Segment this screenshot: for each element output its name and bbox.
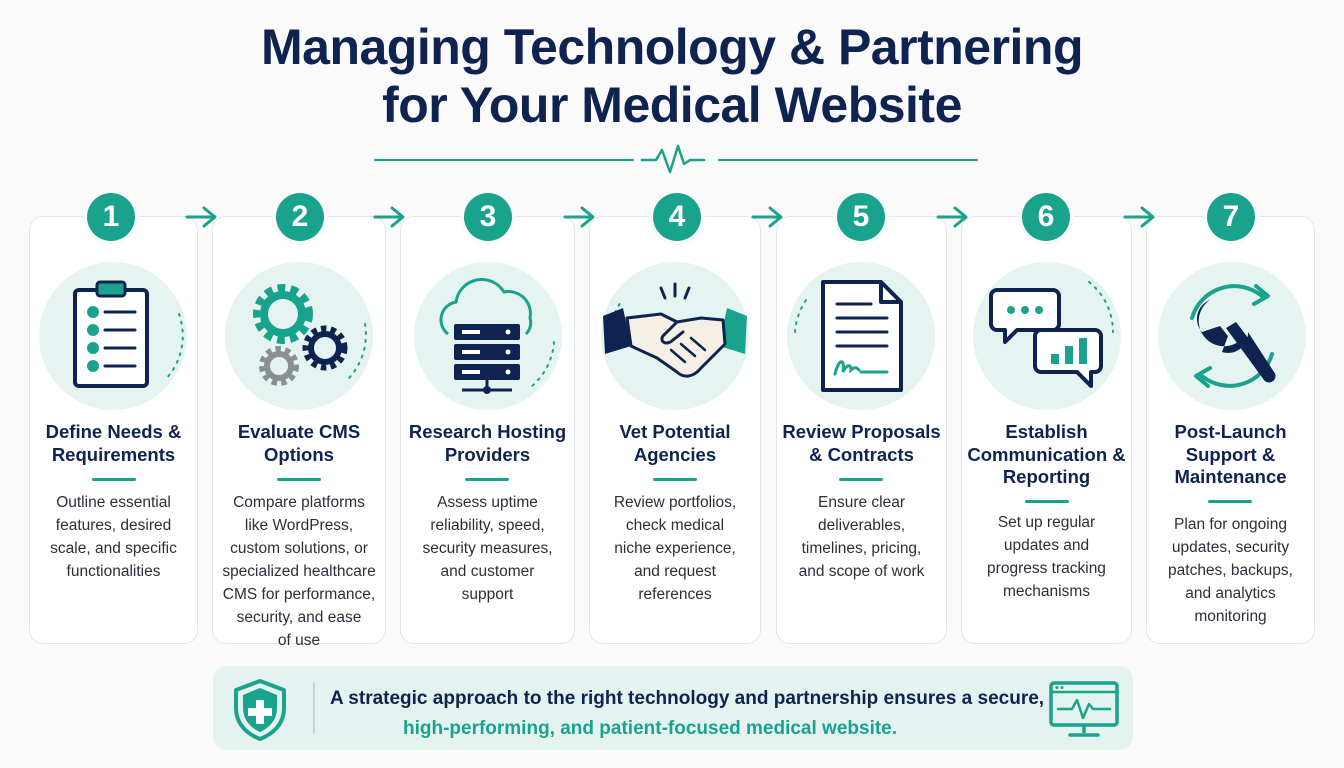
- title-underline: [1208, 500, 1252, 503]
- signed-document-icon: [787, 262, 935, 410]
- step-title: Review Proposals& Contracts: [782, 421, 941, 465]
- handshake-icon: [601, 262, 749, 410]
- arrow-right-icon: [751, 206, 783, 228]
- title-line-2: for Your Medical Website: [382, 77, 962, 133]
- arrow-right-icon: [373, 206, 405, 228]
- chat-analytics-icon: [973, 262, 1121, 410]
- banner-separator: [313, 683, 315, 733]
- arrow-right-icon: [185, 206, 217, 228]
- wrench-refresh-icon: [1158, 262, 1306, 410]
- title-underline: [1025, 500, 1069, 503]
- arrow-right-icon: [563, 206, 595, 228]
- step-number-badge: 1: [87, 193, 135, 241]
- monitor-heartbeat-icon: [1049, 681, 1119, 737]
- arrow-right-icon: [1123, 206, 1155, 228]
- shield-cross-icon: [234, 679, 286, 741]
- banner-message: A strategic approach to the right techno…: [330, 688, 1045, 739]
- step-number-badge: 4: [653, 193, 701, 241]
- step-number-badge: 3: [464, 193, 512, 241]
- heartbeat-divider: [374, 144, 978, 174]
- title-underline: [277, 478, 321, 481]
- title-underline: [839, 478, 883, 481]
- gears-icon: [225, 262, 373, 410]
- title-underline: [92, 478, 136, 481]
- title-underline: [653, 478, 697, 481]
- page-title: Managing Technology & Partnering for You…: [0, 18, 1344, 134]
- step-number-badge: 7: [1207, 193, 1255, 241]
- arrow-right-icon: [936, 206, 968, 228]
- step-number-badge: 6: [1022, 193, 1070, 241]
- summary-banner: [213, 666, 1133, 750]
- title-underline: [465, 478, 509, 481]
- step-title: Define Needs &Requirements: [45, 421, 182, 465]
- title-line-1: Managing Technology & Partnering: [260, 19, 1084, 75]
- cloud-server-icon: [414, 262, 562, 410]
- step-number-badge: 5: [837, 193, 885, 241]
- clipboard-checklist-icon: [39, 262, 187, 410]
- step-number-badge: 2: [276, 193, 324, 241]
